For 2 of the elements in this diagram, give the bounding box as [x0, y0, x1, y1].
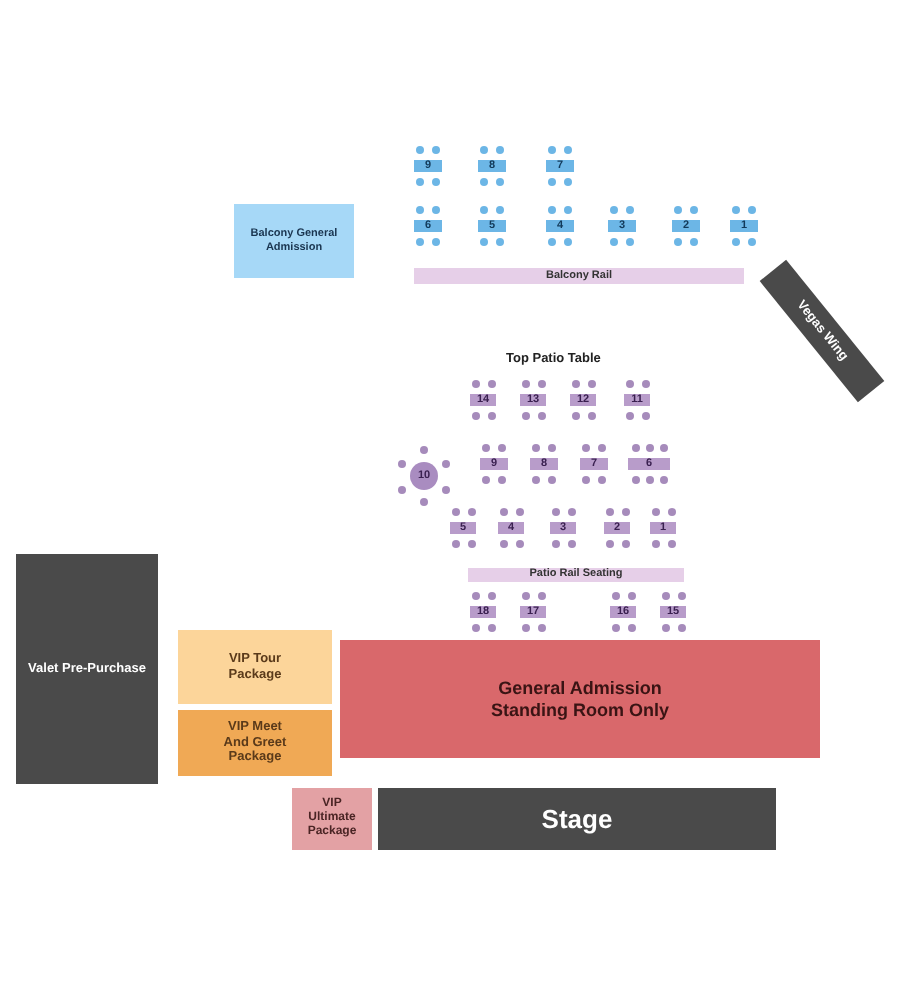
stage: Stage [378, 788, 776, 850]
standing-section: General Admission Standing Room Only [340, 640, 820, 758]
